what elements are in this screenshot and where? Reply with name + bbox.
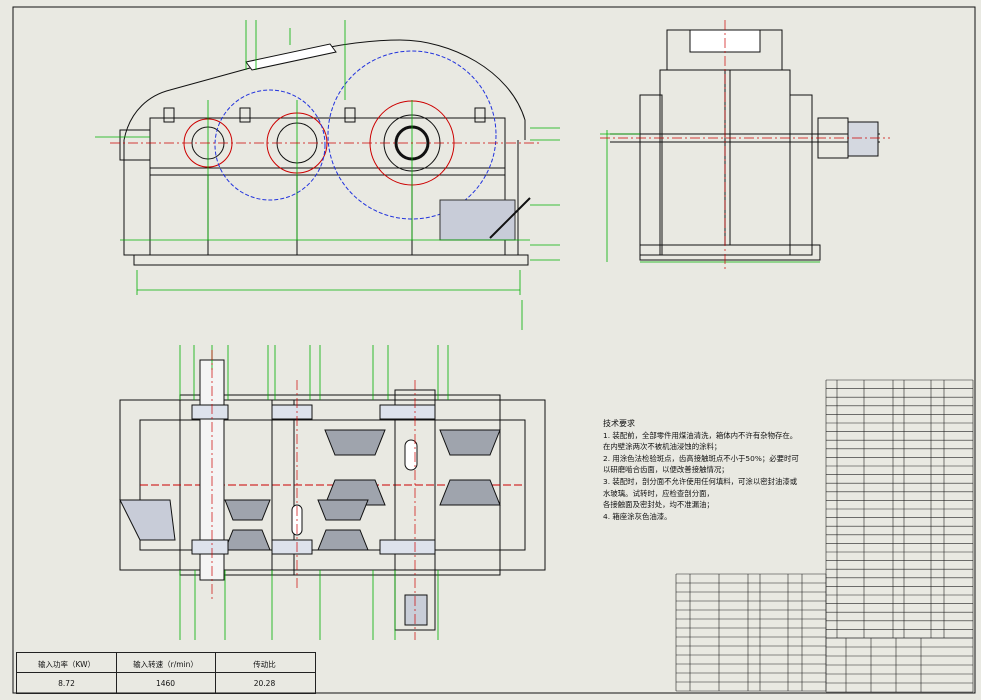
side-view-dimensions [600,130,820,263]
value-ratio: 20.28 [253,679,276,688]
header-input-power: 输入功率（KW） [37,660,96,669]
front-view-dimensions [95,20,560,295]
tech-line-5: 3. 装配时，剖分面不允许使用任何填料，可涂以密封油漆或 [603,476,798,486]
tech-line-7: 各接触面及密封处，均不准漏油； [603,500,714,510]
plan-view [119,359,546,631]
tech-title: 技术要求 [603,419,635,428]
side-view [610,29,880,261]
tech-line-1: 1. 装配前，全部零件用煤油清洗，箱体内不许有杂物存在。 [603,430,798,440]
bom-table-middle [675,573,827,692]
tech-line-6: 水玻璃。试转时，应检查剖分面， [603,488,714,498]
tech-line-8: 4. 箱座涂灰色油漆。 [603,511,672,521]
value-input-power: 8.72 [58,679,75,688]
value-input-speed: 1460 [155,679,176,688]
tech-line-2: 在内壁涂两次不被机油浸蚀的涂料； [603,442,722,452]
front-view [119,39,531,266]
tech-line-3: 2. 用涂色法检验斑点，齿高接触斑点不小于50%；必要时可 [603,453,799,463]
sheet-border [12,6,976,694]
plan-view-dimensions [179,300,523,640]
header-ratio: 传动比 [253,660,276,669]
title-block [825,637,974,693]
performance-table: 输入功率（KW） 输入转速（r/min） 传动比 8.72 1460 20.28 [16,652,316,694]
bom-table-right [825,379,974,639]
header-input-speed: 输入转速（r/min） [133,660,198,669]
technical-requirements: 技术要求 1. 装配前，全部零件用煤油清洗，箱体内不许有杂物存在。 在内壁涂两次… [603,418,825,522]
tech-line-4: 以研磨啮合齿面，以便改善接触情况； [603,465,729,475]
